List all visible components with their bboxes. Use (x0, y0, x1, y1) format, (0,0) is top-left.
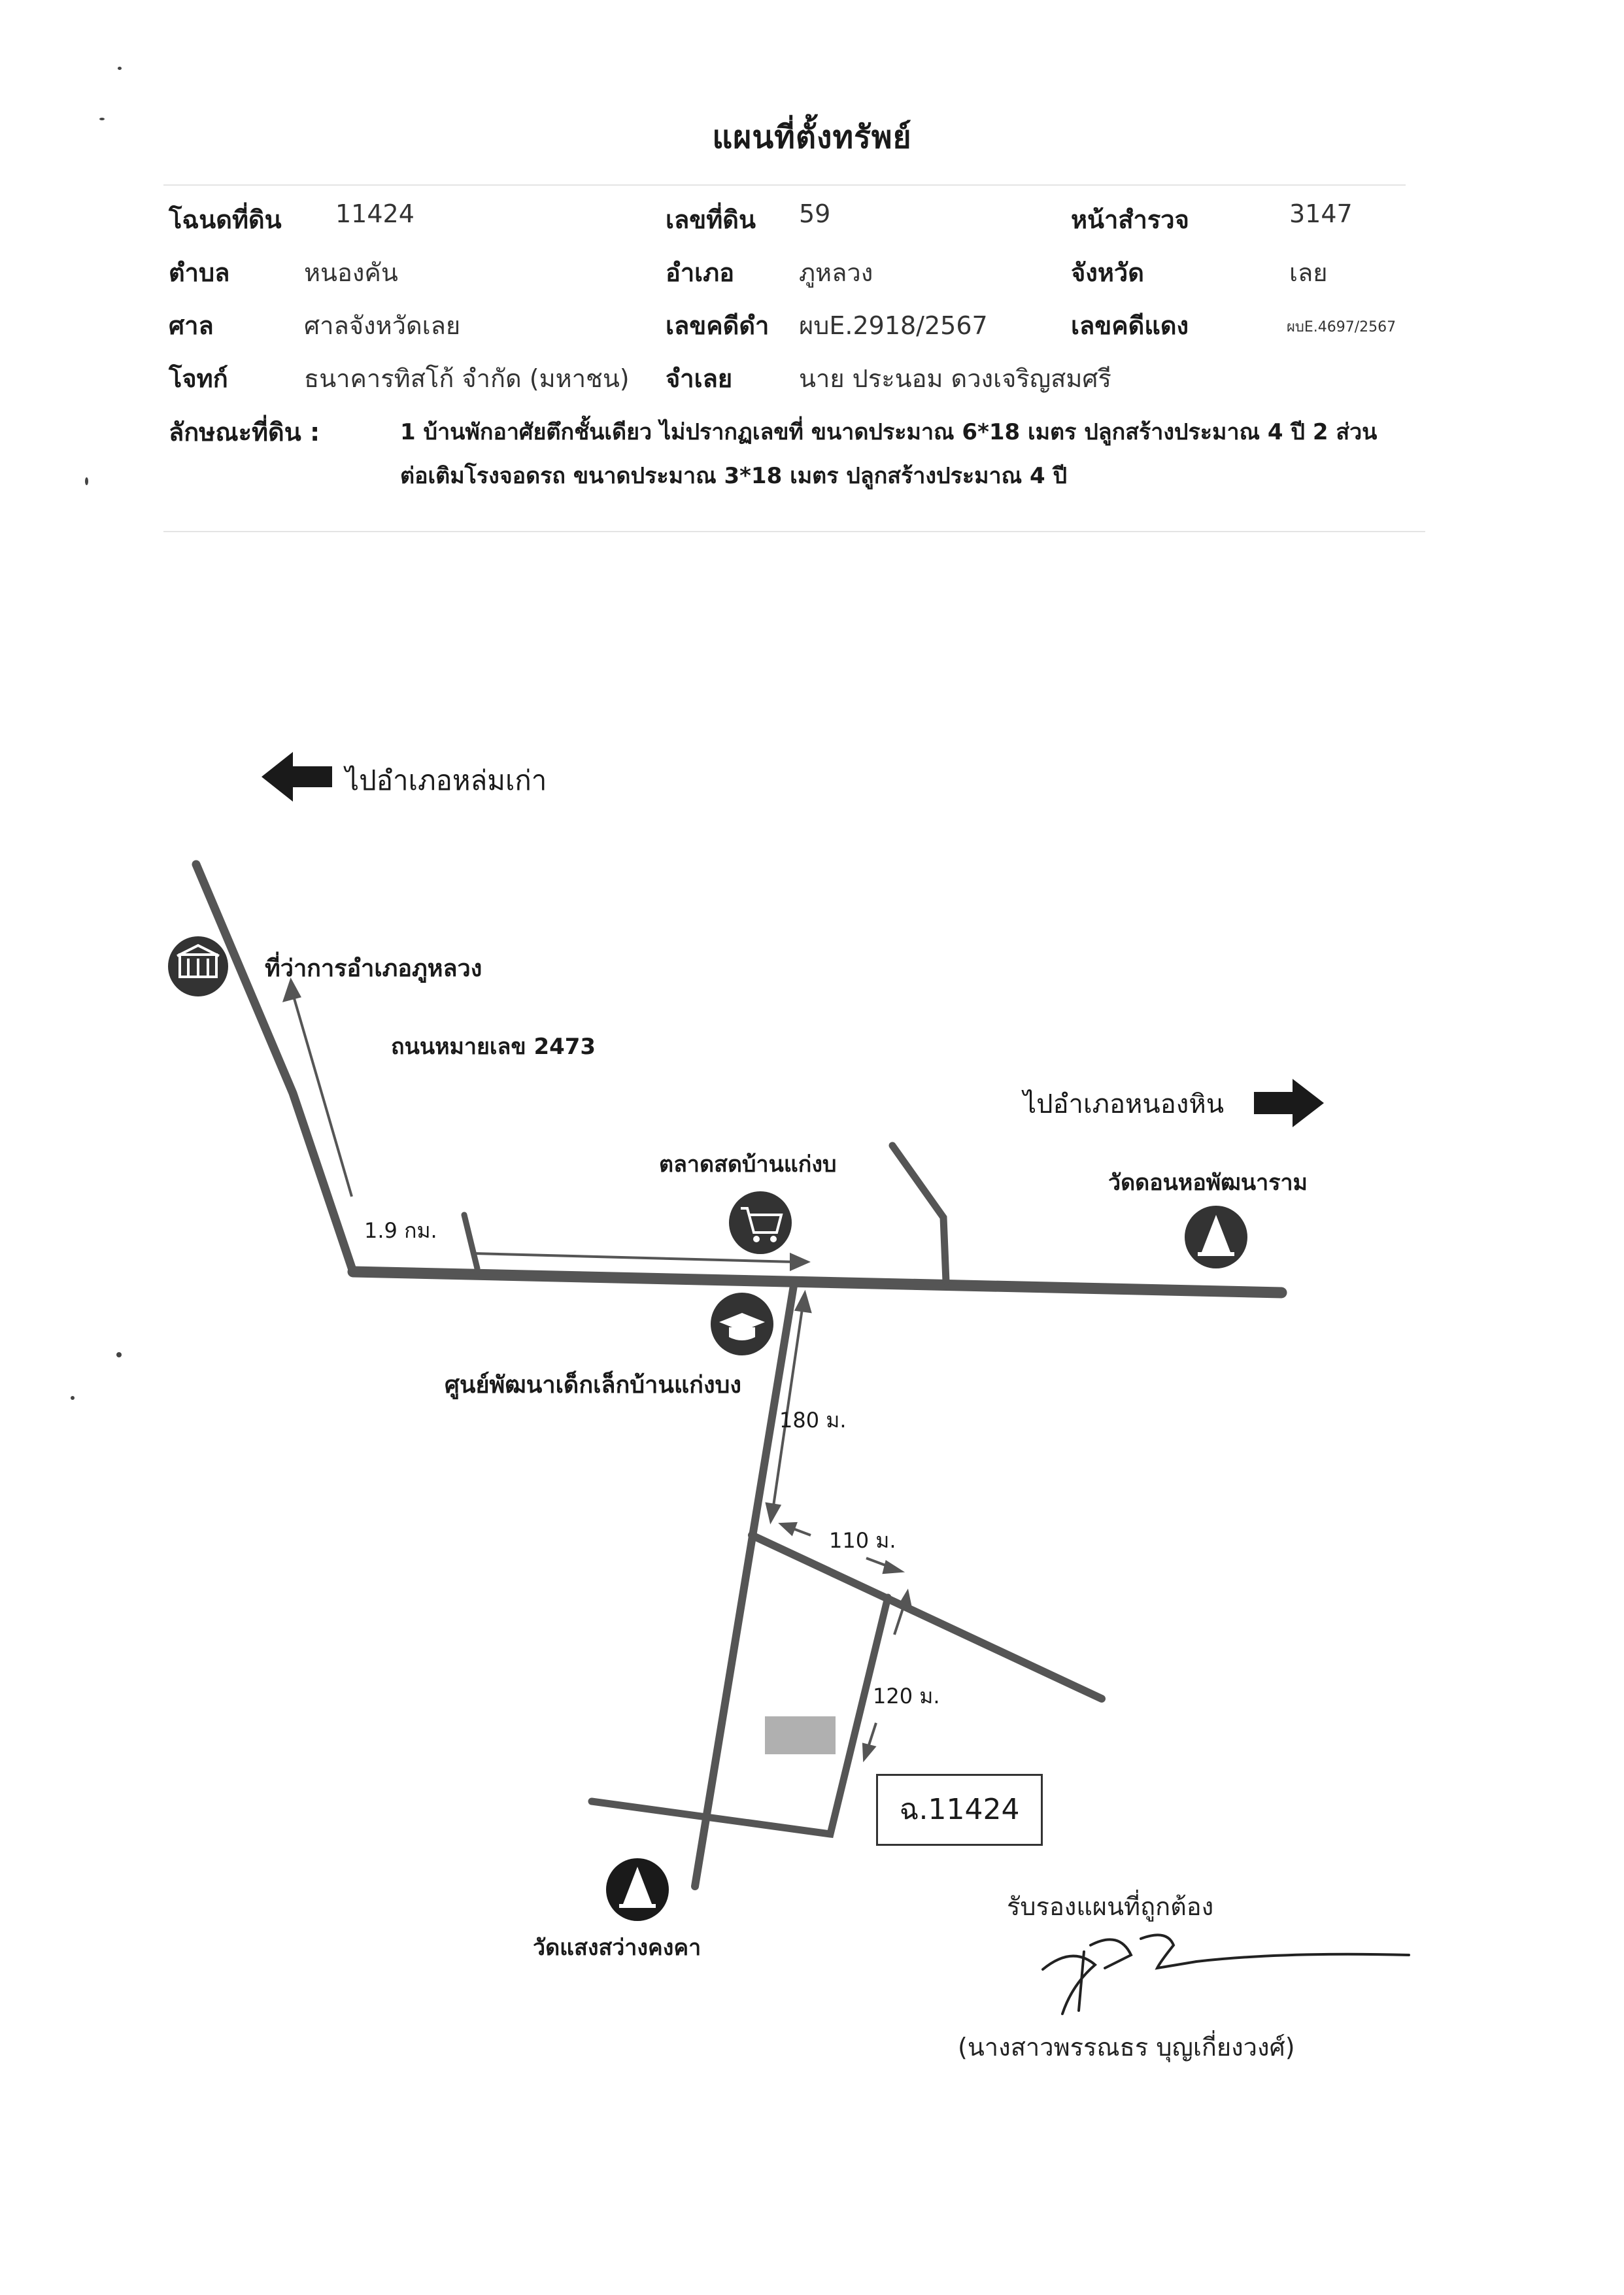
land-desc-line2: ต่อเติมโรงจอดรถ ขนาดประมาณ 3*18 เมตร ปลู… (400, 463, 1068, 489)
arrow-110m-left-head (778, 1522, 798, 1537)
left-arrow-icon (262, 752, 332, 802)
district-value: ภูหลวง (799, 258, 873, 287)
land-desc-line1: 1 บ้านพักอาศัยตึกชั้นเดียว ไม่ปรากฏเลขที… (400, 419, 1378, 445)
distance-120m-label: 120 ม. (873, 1684, 940, 1708)
arrow-120m-top-head (897, 1588, 913, 1610)
scan-speck (85, 477, 88, 485)
road-to-property (691, 1278, 798, 1890)
arrow-180m-bottom (765, 1502, 782, 1525)
province-label: จังหวัด (1071, 258, 1144, 287)
plaintiff-value: ธนาคารทิสโก้ จำกัด (มหาชน) (304, 364, 630, 393)
arrow-1-9km-head (282, 977, 301, 1002)
court-value: ศาลจังหวัดเลย (304, 311, 461, 340)
distance-1-9km-label: 1.9 กม. (364, 1218, 437, 1243)
shopping-cart-icon (729, 1191, 792, 1254)
temple-icon (1185, 1206, 1247, 1268)
temple-icon (606, 1858, 669, 1921)
temple-saeng-label: วัดแสงสว่างคงคา (533, 1935, 701, 1961)
arrow-120m-bottom-head (862, 1742, 877, 1763)
government-building-icon (168, 936, 228, 996)
defendant-label: จำเลย (666, 364, 733, 393)
land-no-label: เลขที่ดิน (666, 205, 756, 234)
survey-value: 3147 (1289, 199, 1353, 228)
black-case-label: เลขคดีดำ (666, 311, 770, 340)
district-label: อำเภอ (666, 258, 735, 287)
arrow-180m-line (771, 1304, 804, 1511)
distance-180m-label: 180 ม. (779, 1408, 847, 1433)
arrow-east-line (473, 1252, 795, 1263)
road-highway-2473-north (192, 860, 358, 1276)
road-name-label: ถนนหมายเลข 2473 (391, 1034, 596, 1060)
road-network (192, 860, 1287, 1890)
header-bottom-divider (163, 531, 1425, 532)
deed-label: โฉนดที่ดิน (169, 205, 282, 234)
signer-name: (นางสาวพรรณธร บุญเกี่ยงวงศ์) (958, 2033, 1295, 2062)
subdistrict-value: หนองคัน (304, 258, 398, 287)
page-title: แผนที่ตั้งทรัพย์ (712, 119, 912, 156)
right-arrow-icon (1254, 1079, 1324, 1127)
subdistrict-label: ตำบล (169, 258, 230, 287)
temple-don-label: วัดดอนหอพัฒนาราม (1108, 1170, 1308, 1196)
certify-text: รับรองแผนที่ถูกต้อง (1007, 1892, 1214, 1921)
scan-speck (71, 1396, 75, 1400)
road-diagonal-east (748, 1531, 1106, 1703)
plaintiff-label: โจทก์ (169, 364, 228, 393)
signature (1041, 1933, 1410, 2015)
header-divider (163, 184, 1406, 186)
land-no-value: 59 (799, 199, 831, 228)
court-label: ศาล (169, 311, 214, 340)
child-center-label: ศูนย์พัฒนาเด็กเล็กบ้านแก่งบง (445, 1370, 741, 1400)
scan-speck (99, 118, 105, 120)
graduation-cap-icon (711, 1293, 773, 1355)
distance-arrows (282, 977, 913, 1763)
property-building (765, 1716, 836, 1754)
black-case-value: ผบE.2918/2567 (799, 311, 988, 340)
land-desc-label: ลักษณะที่ดิน : (169, 418, 320, 447)
arrow-east-head (790, 1252, 811, 1272)
scan-speck (118, 67, 122, 70)
arrow-1-9km-line (290, 987, 353, 1197)
to-nong-hin-label: ไปอำเภอหนองหิน (1021, 1089, 1224, 1119)
road-property-boundary (588, 1593, 892, 1839)
deed-value: 11424 (335, 199, 414, 228)
road-main-east-west (347, 1266, 1287, 1299)
red-case-label: เลขคดีแดง (1071, 311, 1189, 340)
distance-110m-label: 110 ม. (829, 1528, 896, 1553)
district-office-label: ที่ว่าการอำเภอภูหลวง (265, 951, 482, 983)
province-value: เลย (1289, 258, 1328, 287)
road-side-spur-west (461, 1212, 481, 1272)
deed-number-box: ฉ.11424 (876, 1774, 1043, 1846)
arrow-110m-right-head (882, 1559, 905, 1574)
road-side-spur-east (888, 1142, 950, 1285)
arrow-180m-top (794, 1289, 812, 1314)
survey-label: หน้าสำรวจ (1071, 205, 1189, 234)
market-label: ตลาดสดบ้านแก่งบ (659, 1151, 837, 1178)
to-lom-kao-label: ไปอำเภอหล่มเก่า (343, 764, 547, 796)
defendant-value: นาย ประนอม ดวงเจริญสมศรี (799, 364, 1111, 393)
scan-speck (116, 1352, 122, 1357)
red-case-value: ผบE.4697/2567 (1287, 319, 1396, 335)
